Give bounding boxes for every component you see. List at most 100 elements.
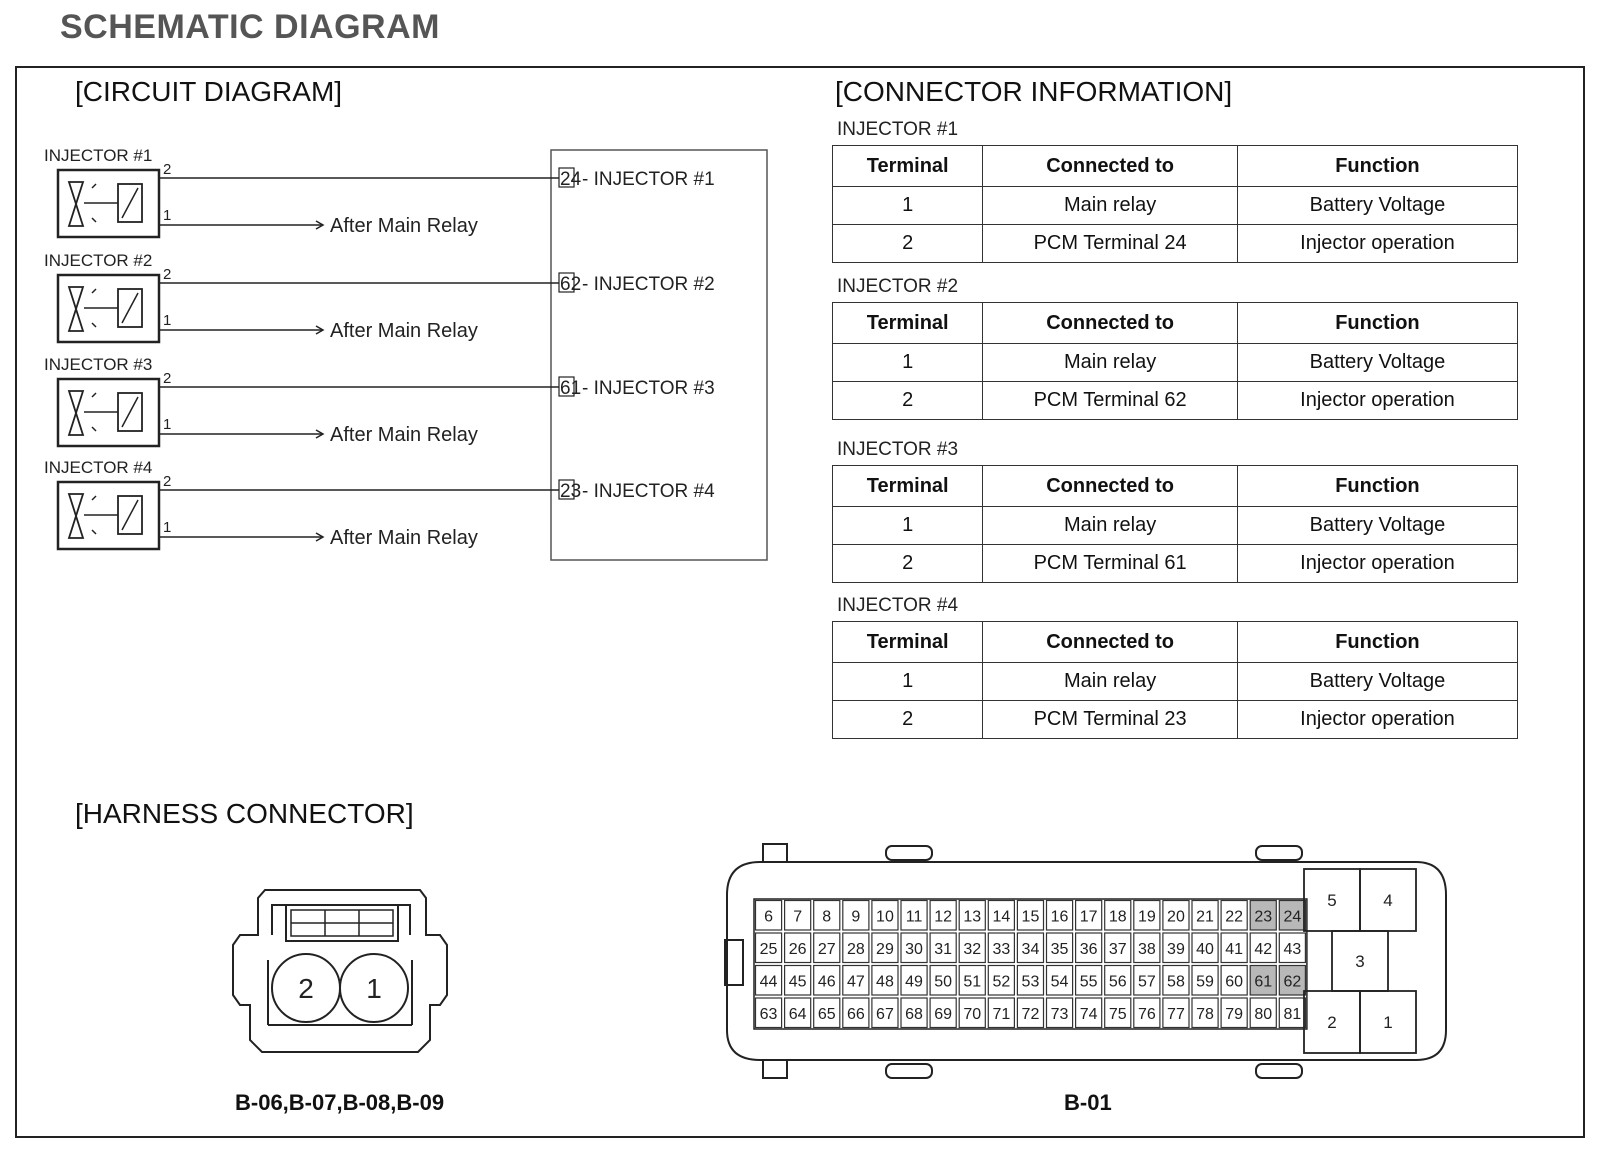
latch-lines xyxy=(291,910,393,936)
pcm-pin-cell xyxy=(783,964,812,996)
table-cell: Injector operation xyxy=(1236,381,1519,420)
solenoid-coil xyxy=(117,288,143,328)
column-header: Function xyxy=(1236,145,1519,187)
connector-latch xyxy=(285,904,399,942)
pcm-pin-number: 24 xyxy=(560,169,582,190)
pcm-pin-cell xyxy=(842,964,870,996)
pcm-pin-label: 6 xyxy=(764,908,773,925)
pcm-pin-number: 23 xyxy=(560,481,581,502)
pcm-pin-label: 49 xyxy=(905,973,923,990)
pcm-pin-label: 31 xyxy=(934,941,952,958)
after-main-relay-label: After Main Relay xyxy=(330,215,478,237)
after-main-relay-label: After Main Relay xyxy=(330,424,478,446)
pcm-pin-cell xyxy=(1278,932,1307,964)
pcm-connector-tabs xyxy=(762,843,788,1079)
pcm-pin-description: - INJECTOR #1 xyxy=(582,169,715,190)
pcm-pin-label: 63 xyxy=(760,1006,778,1023)
table-cell: 2 xyxy=(831,224,984,263)
pcm-pin-cell xyxy=(958,997,986,1029)
pcm-pin-label: 8 xyxy=(822,908,831,925)
pin-bottom-label: 1 xyxy=(163,416,171,433)
connector-block-title: INJECTOR #3 xyxy=(837,439,959,460)
pin-bottom-label: 1 xyxy=(163,312,171,329)
pcm-pin-label: 22 xyxy=(1225,908,1243,925)
column-header: Terminal xyxy=(831,302,984,344)
pcm-pin-label: 28 xyxy=(847,941,865,958)
pcm-pin-cell xyxy=(1249,964,1277,996)
connector-outline xyxy=(232,889,448,1053)
pcm-pin-label: 81 xyxy=(1283,1006,1301,1023)
pcm-connector-key xyxy=(1255,1063,1303,1079)
solenoid-diagonal xyxy=(121,499,139,531)
table-cell: 2 xyxy=(831,544,984,583)
pcm-side-pin-label: 4 xyxy=(1383,891,1392,910)
pcm-pin-cell xyxy=(1162,964,1190,996)
circuit-diagram-title: [CIRCUIT DIAGRAM] xyxy=(75,76,343,107)
column-header: Function xyxy=(1236,621,1519,663)
pcm-pin-label: 59 xyxy=(1196,973,1214,990)
after-main-relay-label: After Main Relay xyxy=(330,320,478,342)
table-cell: PCM Terminal 23 xyxy=(982,700,1238,739)
pcm-pin-cell xyxy=(958,899,986,931)
pcm-pin-cell xyxy=(1191,997,1219,1029)
pcm-pin-cell xyxy=(958,964,986,996)
pcm-pin-cell xyxy=(1278,964,1307,996)
pcm-pin-label: 36 xyxy=(1080,941,1098,958)
column-header: Terminal xyxy=(831,145,984,187)
nozzle-symbol xyxy=(67,390,85,436)
pcm-pin-cell xyxy=(1045,932,1074,964)
solenoid-coil xyxy=(117,183,143,223)
pcm-pin-label: 51 xyxy=(963,973,981,990)
pcm-pin-label: 29 xyxy=(876,941,894,958)
injector-label: INJECTOR #3 xyxy=(44,355,152,374)
pcm-pin-label: 55 xyxy=(1080,973,1098,990)
solenoid-coil xyxy=(117,495,143,535)
pcm-pin-cell xyxy=(842,997,870,1029)
connector-information-title: [CONNECTOR INFORMATION] xyxy=(835,76,1233,107)
pcm-pin-label: 27 xyxy=(818,941,836,958)
table-cell: Main relay xyxy=(982,506,1238,545)
pcm-connector-key xyxy=(885,1063,933,1079)
table-cell: 1 xyxy=(831,343,984,382)
spring-marks xyxy=(91,183,97,223)
pcm-pin-cell xyxy=(987,964,1015,996)
pcm-pin-cell xyxy=(871,997,899,1029)
pcm-pin-label: 21 xyxy=(1196,908,1214,925)
pcm-pin-cell xyxy=(1191,899,1219,931)
pcm-pin-label: 13 xyxy=(963,908,981,925)
pcm-pin-cell xyxy=(754,899,783,931)
pcm-pin-cell xyxy=(1249,932,1277,964)
pcm-pin-label: 54 xyxy=(1051,973,1069,990)
pcm-pin-cell xyxy=(1220,899,1248,931)
pcm-pin-label: 35 xyxy=(1051,941,1069,958)
pcm-connector-label: B-01 xyxy=(1064,1090,1112,1115)
spring-marks xyxy=(91,392,97,432)
pcm-pin-cell xyxy=(1278,899,1307,931)
pcm-pin-cell xyxy=(900,964,928,996)
pcm-pin-label: 74 xyxy=(1080,1006,1098,1023)
table-cell: Battery Voltage xyxy=(1236,186,1519,225)
pcm-pin-cell xyxy=(1220,964,1248,996)
pcm-pin-cell xyxy=(1191,964,1219,996)
pcm-pin-label: 58 xyxy=(1167,973,1185,990)
pcm-pin-cell xyxy=(813,964,841,996)
pcm-pin-label: 75 xyxy=(1109,1006,1127,1023)
pcm-pin-label: 32 xyxy=(963,941,981,958)
arrow-icon xyxy=(315,325,325,335)
pcm-pin-label: 19 xyxy=(1138,908,1156,925)
after-main-relay-label: After Main Relay xyxy=(330,527,478,549)
pcm-pin-cell xyxy=(1133,899,1161,931)
pin-top-label: 2 xyxy=(163,266,171,283)
pcm-pin-cell xyxy=(1016,997,1045,1029)
pin-top-label: 2 xyxy=(163,473,171,490)
pin-top-label: 2 xyxy=(163,370,171,387)
pin-bottom-label: 1 xyxy=(163,519,171,536)
pcm-pin-label: 70 xyxy=(963,1006,981,1023)
